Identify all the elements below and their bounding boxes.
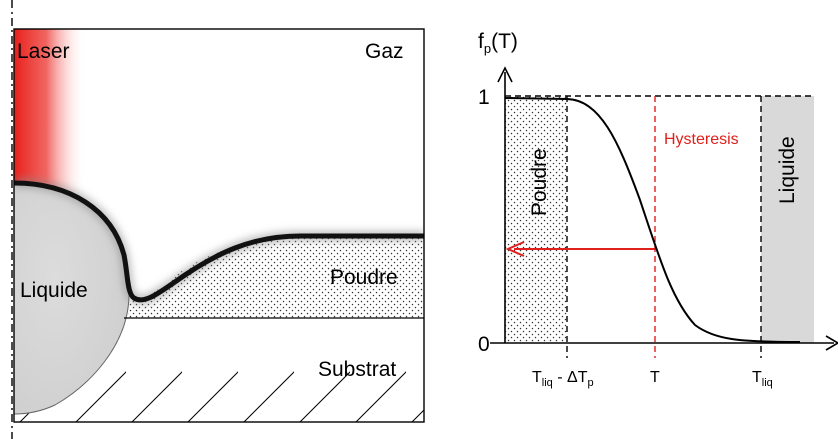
liquid-label: Liquide — [20, 279, 88, 302]
left-panel: Laser Gaz Liquide Poudre Substrat — [11, 0, 425, 439]
x-axis-arrow — [825, 335, 838, 351]
fraction-curve — [504, 97, 801, 343]
powder-label: Poudre — [330, 266, 398, 289]
x-tick-temperature: T — [650, 369, 660, 386]
y-axis-label: fp(T) — [478, 30, 518, 56]
hysteresis-arrowhead — [505, 241, 525, 257]
free-surface — [14, 180, 424, 303]
y-tick-zero: 0 — [478, 333, 490, 356]
liquid-band — [761, 96, 814, 343]
substrate-label: Substrat — [318, 358, 396, 381]
laser-beam — [14, 29, 86, 199]
hysteresis-label: Hysteresis — [664, 131, 739, 148]
domain-frame — [13, 28, 425, 423]
powder-band-label: Poudre — [528, 148, 551, 216]
liquid-band-label: Liquide — [776, 136, 799, 204]
x-tick-liq: Tliq — [752, 369, 773, 389]
x-tick-liq-minus-dt: Tliq - ΔTp — [532, 369, 594, 389]
powder-band — [505, 96, 567, 343]
laser-label: Laser — [17, 40, 70, 63]
right-panel: fp(T) 1 0 Poudre Liquide Hysteresis Tliq… — [478, 30, 838, 389]
gas-label: Gaz — [365, 40, 404, 63]
y-tick-one: 1 — [478, 86, 490, 109]
powder-region — [128, 236, 424, 318]
y-axis-arrow — [497, 66, 513, 83]
